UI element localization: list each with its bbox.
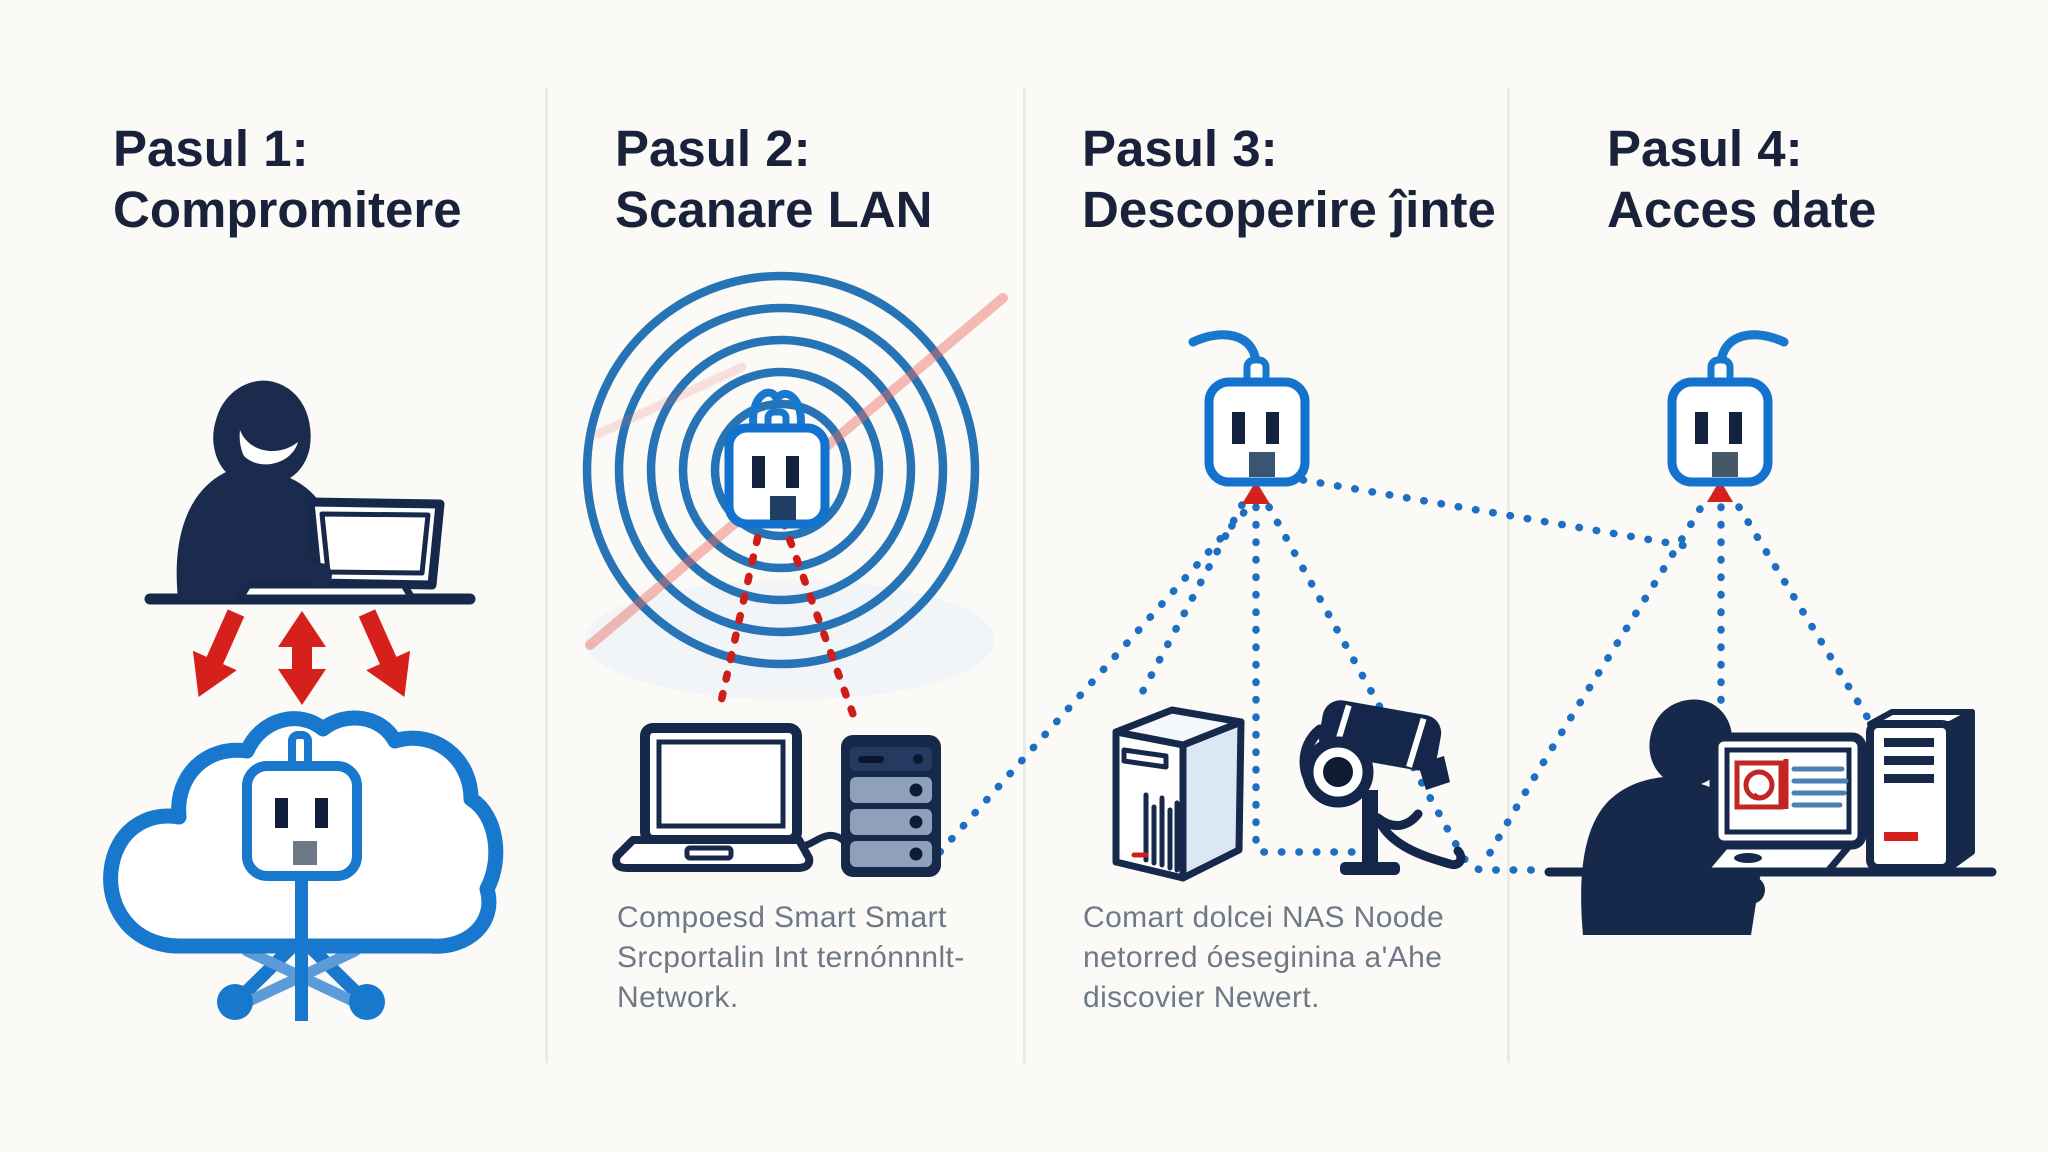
- hacker-laptop-icon: [176, 380, 445, 602]
- scan-dashed-lines: [717, 514, 858, 721]
- camera-pole: [1362, 790, 1378, 865]
- radar-scan-icon: [582, 271, 995, 700]
- camera-cable: [1373, 809, 1466, 870]
- laptop-icon: [612, 723, 814, 872]
- plug-slot: [1729, 412, 1742, 444]
- arm: [1651, 835, 1751, 901]
- plug-slot: [1232, 412, 1245, 444]
- drive-bays: [850, 777, 932, 867]
- arrow-down-right-icon: [358, 609, 411, 698]
- panel-divider-2: [1023, 88, 1026, 1063]
- panel2-caption-line2: Srcportalin Int ternónnnlt-: [617, 941, 965, 974]
- server-icon: [841, 735, 941, 877]
- desktop-tower-icon: [1866, 709, 1975, 872]
- panel1-title-line2: Compromitere: [113, 181, 462, 238]
- camera-lens-core: [1323, 757, 1353, 787]
- plug-mouth: [1712, 452, 1738, 477]
- panel4-title-line2: Acces date: [1607, 181, 1877, 238]
- power-cord: [1716, 330, 1789, 367]
- panel4-title: Pasul 4: Acces date: [1607, 118, 1876, 240]
- power-cord: [1188, 330, 1261, 367]
- hacker-silhouette: [176, 380, 332, 599]
- panel3-caption-line2: netorred óeseginina a'Ahe: [1083, 941, 1443, 974]
- panel-divider-1: [545, 88, 548, 1063]
- alert-triangle-icon: [1242, 481, 1270, 504]
- camera-mount: [1418, 756, 1450, 790]
- panel2-title-line1: Pasul 2:: [615, 120, 811, 177]
- panel3-caption-line1: Comart dolcei NAS Noode: [1083, 901, 1445, 934]
- smart-plug-cord-icon: [1188, 330, 1310, 487]
- plug-slot: [786, 456, 799, 488]
- arrow-down-left-icon: [192, 609, 245, 698]
- plug-slot: [1266, 412, 1279, 444]
- tower-slots: [1884, 738, 1934, 783]
- plug-stem: [295, 871, 308, 1021]
- panel3-caption-line3: discovier Newert.: [1083, 981, 1320, 1014]
- cord-loop: [749, 388, 805, 436]
- smart-plug-cord-icon: [1667, 330, 1789, 487]
- smart-plug-icon: [724, 388, 830, 529]
- laptop-icon: [236, 497, 445, 602]
- arrow-double-vertical-icon: [278, 611, 326, 705]
- plug-body: [724, 423, 830, 529]
- panel3-caption: Comart dolcei NAS Noode netorred óesegin…: [1083, 898, 1444, 1018]
- panel-divider-3: [1507, 88, 1510, 1063]
- panel3-title-line1: Pasul 3:: [1082, 120, 1278, 177]
- panel3-title-line2: Descoperire ĵinte: [1082, 181, 1496, 238]
- hand: [308, 563, 332, 587]
- smart-plug-icon: [242, 761, 362, 881]
- screen-alert-content: [1734, 759, 1849, 810]
- panel2-title-line2: Scanare LAN: [615, 181, 933, 238]
- tower-red-slot: [1884, 832, 1918, 841]
- hand: [1737, 876, 1765, 904]
- panel2-caption-line1: Compoesd Smart Smart: [617, 901, 947, 934]
- panel3-title: Pasul 3: Descoperire ĵinte: [1082, 118, 1496, 240]
- panel1-title-line1: Pasul 1:: [113, 120, 309, 177]
- panel2-caption: Compoesd Smart Smart Srcportalin Int ter…: [617, 898, 965, 1018]
- panel2-caption-line3: Network.: [617, 981, 739, 1014]
- vent-bars: [1143, 792, 1180, 873]
- attack-arrows-icon: [192, 609, 411, 705]
- camera-base: [1340, 862, 1400, 875]
- plug-mouth: [770, 496, 796, 520]
- panel4-title-line1: Pasul 4:: [1607, 120, 1803, 177]
- plug-body: [1204, 377, 1310, 487]
- alert-monitor-icon: [1700, 732, 1867, 875]
- plug-mouth: [1249, 452, 1275, 477]
- nas-tower-icon: [1112, 706, 1245, 882]
- panel2-title: Pasul 2: Scanare LAN: [615, 118, 932, 240]
- cctv-camera-icon: [1299, 700, 1466, 875]
- plug-slot: [752, 456, 765, 488]
- alert-triangle-icon: [1707, 480, 1733, 502]
- cloud-smart-plug-network-icon: [103, 710, 504, 1021]
- plug-body: [1667, 377, 1773, 487]
- panel1-title: Pasul 1: Compromitere: [113, 118, 462, 240]
- plug-slot: [1695, 412, 1708, 444]
- mouse: [1734, 853, 1762, 863]
- network-dotted-lines: [936, 476, 1873, 874]
